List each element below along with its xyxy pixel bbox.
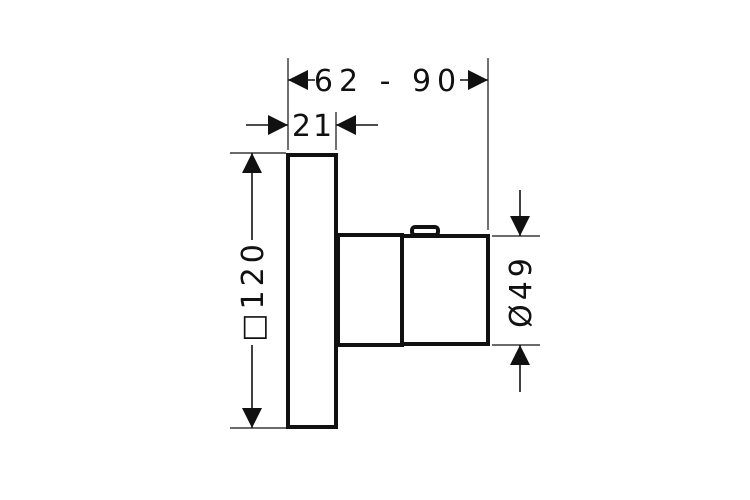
plate-size-label: □120 (236, 240, 271, 342)
control-knob (400, 234, 490, 346)
wall-plate (286, 153, 338, 429)
knob-indicator (410, 225, 440, 237)
thermostat-body (286, 153, 490, 429)
arrow-up-icon (242, 153, 262, 173)
arrow-right-icon (268, 115, 288, 135)
body-sleeve (336, 233, 404, 347)
depth-range-dimension: 62 - 90 (287, 58, 489, 230)
plate-depth-label: 21 (292, 109, 334, 144)
plate-size-dimension: □120 (230, 152, 286, 429)
arrow-right-icon (468, 70, 488, 90)
arrow-down-icon (242, 408, 262, 428)
arrow-left-icon (336, 115, 356, 135)
arrow-up-icon (510, 345, 530, 365)
arrow-down-icon (510, 216, 530, 236)
knob-diameter-label: Ø49 (504, 254, 539, 328)
arrow-left-icon (288, 70, 308, 90)
depth-range-label: 62 - 90 (314, 64, 462, 99)
knob-diameter-dimension: Ø49 (492, 190, 540, 392)
plate-depth-dimension: 21 (246, 109, 378, 150)
